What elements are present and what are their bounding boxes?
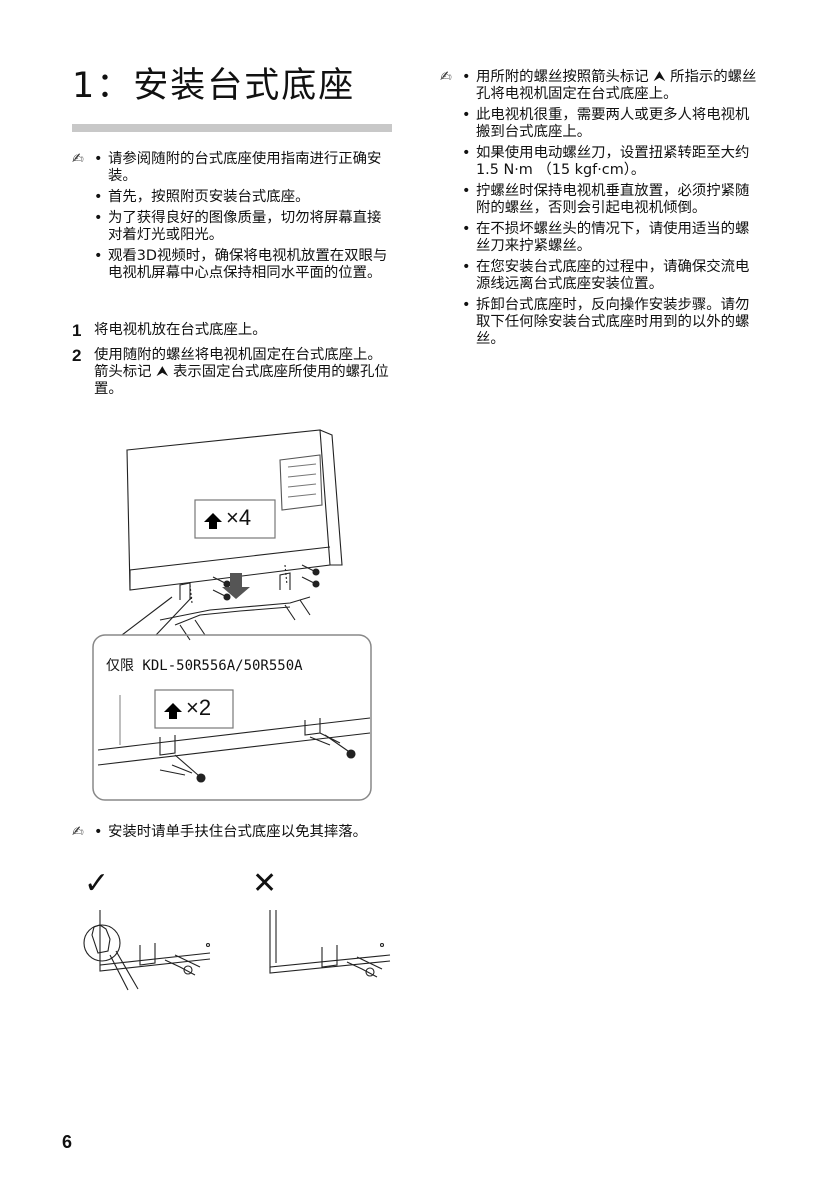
title-rule [72,124,392,132]
stand-installation-illustration [92,429,372,801]
note-item: 此电视机很重，需要两人或更多人将电视机搬到台式底座上。 [460,107,762,141]
step-item: 1 将电视机放在台式底座上。 [72,322,394,339]
note-item: 在您安装台式底座的过程中，请确保交流电源线远离台式底座安装位置。 [460,259,762,293]
correct-check-icon: ✓ [84,866,110,901]
note-item: 用所附的螺丝按照箭头标记 ⮝ 所指示的螺丝孔将电视机固定在台式底座上。 [460,69,762,103]
note-item: 观看3D视频时，确保将电视机放置在双眼与电视机屏幕中心点保持相同水平面的位置。 [92,248,394,282]
screw-count-badge: ×2 [186,695,212,720]
steps-list: 1 将电视机放在台式底座上。 2 使用随附的螺丝将电视机固定在台式底座上。箭头标… [72,322,394,406]
note-item: 在不损坏螺丝头的情况下，请使用适当的螺丝刀来拧紧螺丝。 [460,221,762,255]
step-text: 将电视机放在台式底座上。 [94,322,267,338]
note-pencil-icon: ✍ [72,151,84,167]
notes-bottom: 安装时请单手扶住台式底座以免其摔落。 [92,824,394,845]
note-pencil-icon: ✍ [72,824,84,840]
note-item: 请参阅随附的台式底座使用指南进行正确安装。 [92,151,394,185]
screw-count-badge: ×4 [226,505,252,530]
notes-left: 请参阅随附的台式底座使用指南进行正确安装。 首先，按照附页安装台式底座。 为了获… [92,151,394,286]
note-item: 安装时请单手扶住台式底座以免其摔落。 [92,824,394,841]
correct-hold-illustration [83,910,211,991]
step-item: 2 使用随附的螺丝将电视机固定在台式底座上。箭头标记 ⮝ 表示固定台式底座所使用… [72,347,394,398]
note-item: 拧螺丝时保持电视机垂直放置，必须拧紧随附的螺丝，否则会引起电视机倾倒。 [460,183,762,217]
note-item: 为了获得良好的图像质量，切勿将屏幕直接对着灯光或阳光。 [92,210,394,244]
step-number: 1 [72,321,82,340]
note-item: 如果使用电动螺丝刀，设置扭紧转距至大约1.5 N·m （15 kgf·cm）。 [460,145,762,179]
notes-right: 用所附的螺丝按照箭头标记 ⮝ 所指示的螺丝孔将电视机固定在台式底座上。 此电视机… [460,69,762,352]
page-title: 1：安装台式底座 [72,66,356,106]
model-callout-label: 仅限 KDL-50R556A/50R550A [106,658,303,674]
step-number: 2 [72,346,82,365]
page-number: 6 [62,1132,73,1152]
wrong-hold-illustration [269,910,391,978]
note-pencil-icon: ✍ [440,69,452,85]
note-item: 拆卸台式底座时，反向操作安装步骤。请勿取下任何除安装台式底座时用到的以外的螺丝。 [460,297,762,348]
note-item: 首先，按照附页安装台式底座。 [92,189,394,206]
step-text: 使用随附的螺丝将电视机固定在台式底座上。箭头标记 ⮝ 表示固定台式底座所使用的螺… [94,347,389,397]
wrong-cross-icon: ✕ [252,866,278,901]
